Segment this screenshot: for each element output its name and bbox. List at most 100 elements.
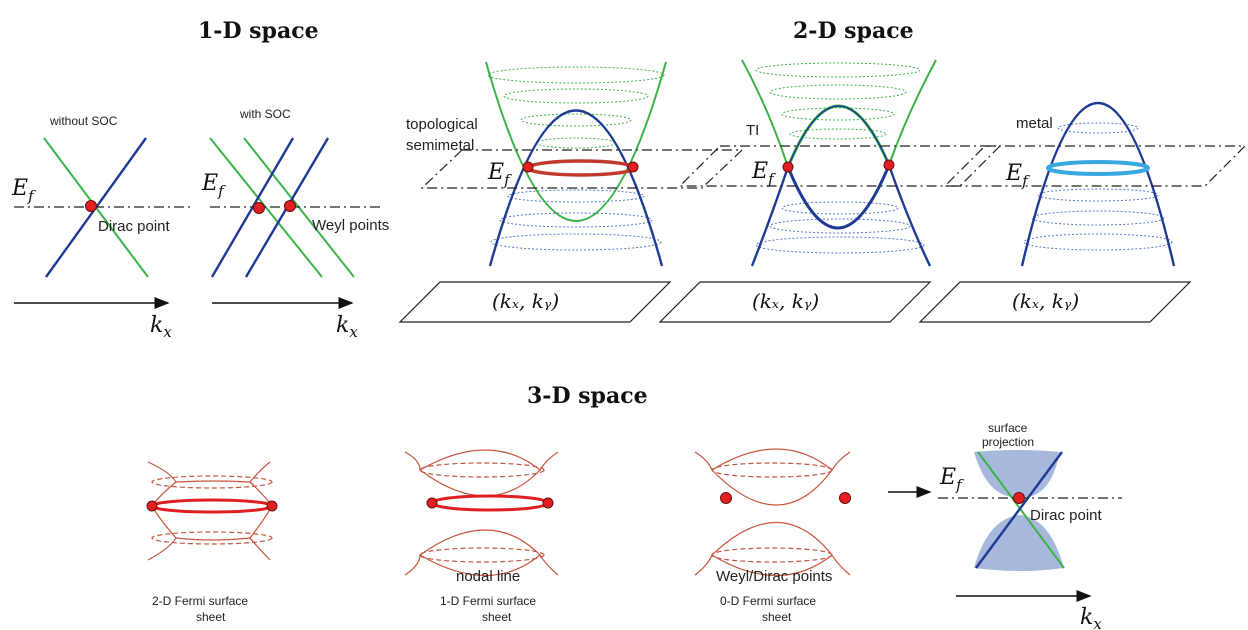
green-branch-left <box>741 59 789 168</box>
weyl-point-right <box>839 492 851 504</box>
lower-surface-inner <box>419 529 541 556</box>
panel-3d-surface-projection: surface projection Ef Dirac point kx <box>938 421 1122 630</box>
panel-2d-metal: (kₓ, kᵧ) metal Ef <box>918 102 1247 323</box>
dashed-ring <box>711 547 833 563</box>
blue-lens-top <box>787 105 890 168</box>
green-band-line <box>977 451 1065 569</box>
label-topological: topological <box>406 116 478 133</box>
panel-2d-ti: (kₓ, kᵧ) TI Ef <box>658 59 1002 323</box>
point-left <box>426 497 438 509</box>
panel-3d-weyl-dirac-points: Weyl/Dirac points 0-D Fermi surface shee… <box>694 448 851 624</box>
green-ring <box>755 62 921 78</box>
dashed-ring <box>151 531 273 545</box>
green-parabola <box>485 61 667 222</box>
caption-1d-line1: 1-D Fermi surface <box>440 594 536 608</box>
dirac-point-marker <box>1013 492 1025 504</box>
blue-ring <box>1057 122 1139 134</box>
panel-2d-topological-semimetal: (kₓ, kᵧ) topological semimetal Ef <box>398 61 744 323</box>
blue-ring <box>490 233 662 251</box>
dashed-ring <box>711 462 833 478</box>
ef-label: Ef <box>11 176 36 205</box>
blue-ring <box>1023 233 1173 251</box>
title-1d: 1-D space <box>198 18 319 44</box>
lower-surface <box>404 553 559 577</box>
label-nodal-line: nodal line <box>456 568 520 585</box>
lower-surface <box>694 554 851 577</box>
point-right <box>266 500 278 512</box>
label-surface: surface <box>988 421 1028 435</box>
weyl-points-label: Weyl points <box>312 217 389 234</box>
point-left <box>146 500 158 512</box>
ef-label: Ef <box>751 159 776 188</box>
panel-3d-nodal-line: nodal line 1-D Fermi surface sheet <box>404 449 559 624</box>
weyl-point-marker-1 <box>253 202 265 214</box>
fermi-plane <box>420 149 744 189</box>
kxky-label: (kₓ, kᵧ) <box>752 289 819 313</box>
blue-ring <box>507 189 645 203</box>
ef-label: Ef <box>939 465 964 494</box>
label-without-soc: without SOC <box>49 114 118 128</box>
green-ring <box>535 137 617 149</box>
upper-surface <box>694 448 851 471</box>
upper-surface <box>404 449 559 472</box>
panel-3d-2d-fermi-sheet: 2-D Fermi surface sheet <box>146 461 278 624</box>
panel-1d-without-soc: without SOC Ef Dirac point kx <box>11 114 190 341</box>
title-2d: 2-D space <box>793 18 914 44</box>
kxky-label: (kₓ, kᵧ) <box>1012 289 1079 313</box>
k-plane <box>918 281 1192 323</box>
lower-surface-inner <box>711 522 833 556</box>
caption-0d-line2: sheet <box>762 610 792 624</box>
blue-band-line <box>975 451 1063 569</box>
title-3d: 3-D space <box>527 383 648 409</box>
fermi-plane <box>943 145 1247 187</box>
k-plane <box>658 281 932 323</box>
blue-parabola <box>488 109 664 267</box>
blue-parabola <box>1020 102 1176 267</box>
blue-ring <box>781 201 899 215</box>
crossing-point-right <box>627 161 639 173</box>
nodal-ring <box>430 494 550 512</box>
ef-label: Ef <box>201 171 226 200</box>
dirac-point-label: Dirac point <box>98 218 171 235</box>
fermi-plane <box>678 145 1002 187</box>
crossing-point-right <box>883 159 895 171</box>
blue-lens-bottom <box>786 164 891 230</box>
green-ring <box>487 66 665 84</box>
blue-ring <box>769 218 911 234</box>
label-with-soc: with SOC <box>239 107 291 121</box>
fermi-ring <box>150 498 274 514</box>
blue-ring <box>755 236 925 254</box>
lower-surface-projection <box>974 515 1064 571</box>
label-projection: projection <box>982 435 1034 449</box>
panel-1d-with-soc: with SOC Ef Weyl points kx <box>201 107 389 341</box>
kxky-label: (kₓ, kᵧ) <box>492 289 559 313</box>
crossing-point-left <box>782 161 794 173</box>
blue-branch-right <box>887 164 932 267</box>
ef-label: Ef <box>487 160 512 189</box>
green-branch-right <box>888 59 937 166</box>
caption-2d-line1: 2-D Fermi surface <box>152 594 248 608</box>
green-ring <box>503 88 649 104</box>
ef-label: Ef <box>1005 161 1030 190</box>
point-right <box>542 497 554 509</box>
kx-label: kx <box>150 313 172 341</box>
kx-label: kx <box>336 313 358 341</box>
caption-0d-line1: 0-D Fermi surface <box>720 594 816 608</box>
k-plane <box>398 281 672 323</box>
label-ti: TI <box>746 122 759 139</box>
dashed-ring <box>151 475 273 489</box>
weyl-point-marker-2 <box>284 200 296 212</box>
weyl-point-left <box>720 492 732 504</box>
caption-2d-line2: sheet <box>196 610 226 624</box>
blue-ring <box>1031 210 1165 226</box>
crossing-point-left <box>522 161 534 173</box>
upper-surface-inner <box>419 469 541 497</box>
green-ring <box>520 113 632 127</box>
dashed-ring <box>419 547 545 563</box>
dirac-point-label: Dirac point <box>1030 507 1103 524</box>
dashed-ring <box>419 462 545 478</box>
upper-sheet <box>147 461 271 483</box>
green-ring <box>781 107 895 121</box>
caption-1d-line2: sheet <box>482 610 512 624</box>
